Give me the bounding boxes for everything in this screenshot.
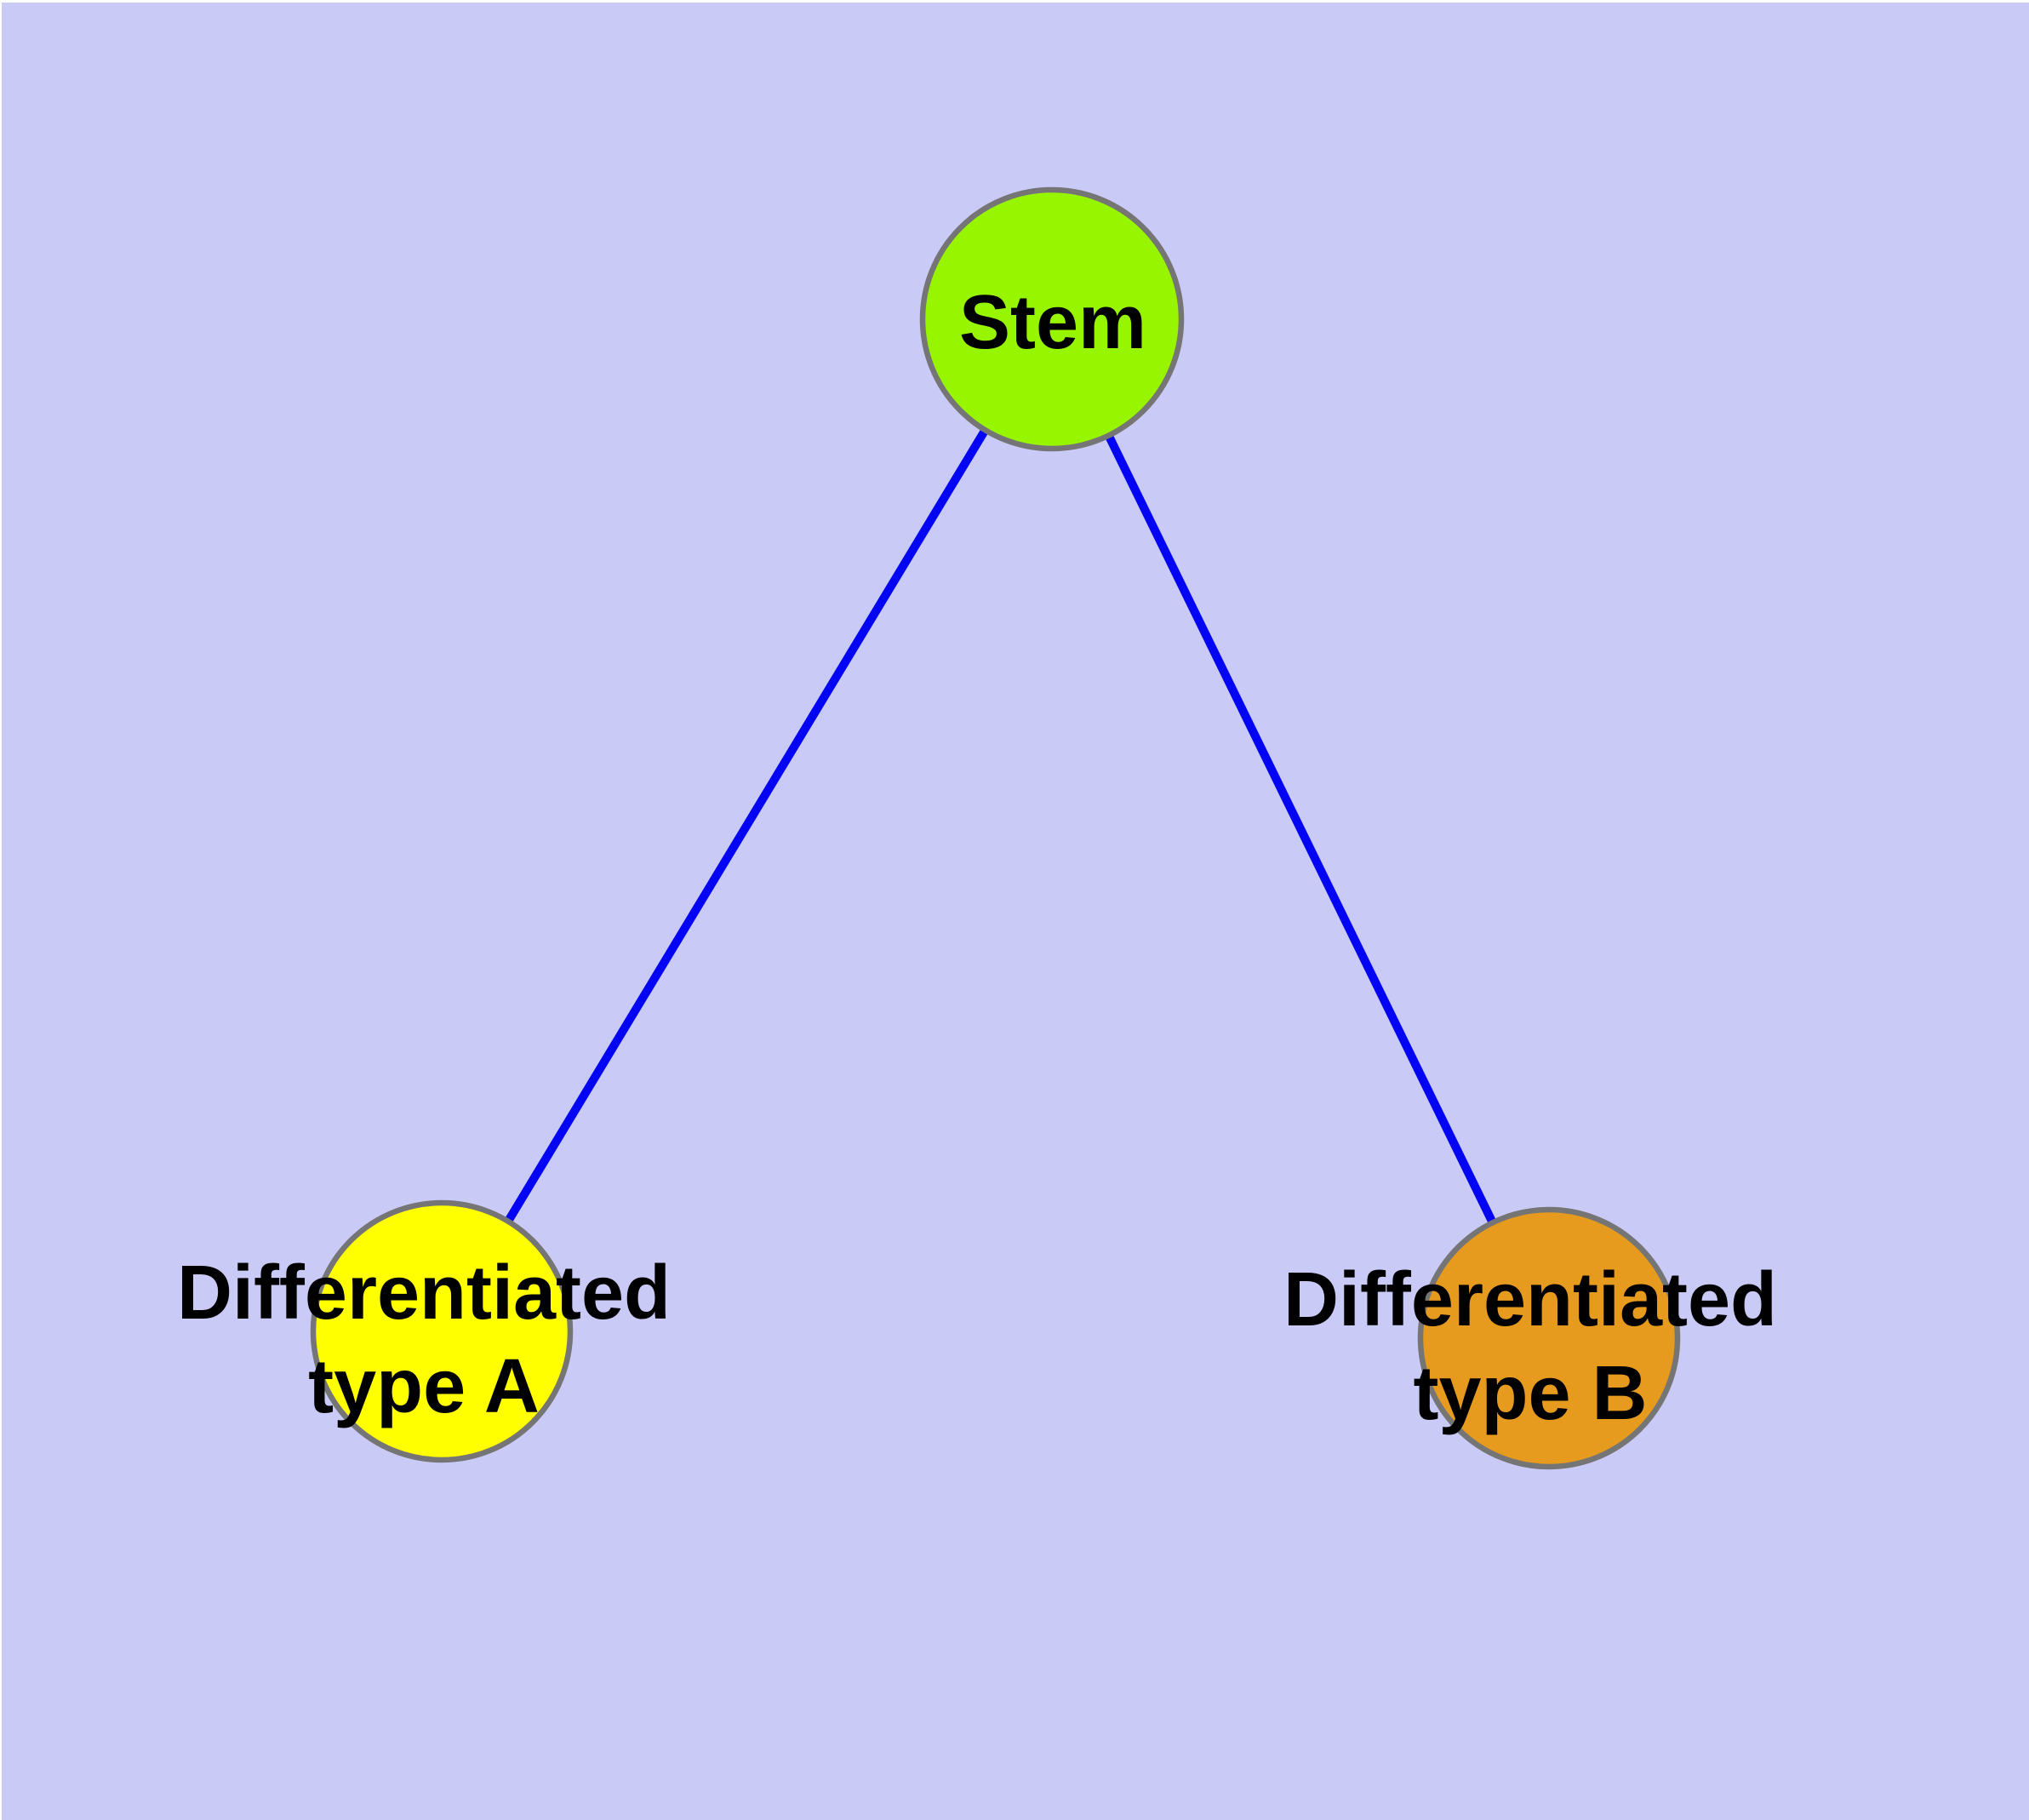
node-differentiated-type-b-label-line-1: Differentiated [1283, 1257, 1777, 1342]
node-differentiated-type-a [310, 1199, 574, 1463]
nodes-layer [310, 186, 1681, 1470]
node-differentiated-type-b-label-line-2: type B [1413, 1351, 1647, 1436]
edges-layer [437, 317, 1553, 1341]
node-stem-label-line-1: Stem [959, 280, 1146, 365]
node-differentiated-type-b [1417, 1206, 1681, 1470]
edge-stem-to-differentiated-type-b [1048, 317, 1553, 1341]
edge-stem-to-differentiated-type-a [437, 317, 1056, 1334]
node-stem [919, 186, 1185, 452]
node-differentiated-type-a-label-line-1: Differentiated [177, 1251, 671, 1336]
node-differentiated-type-a-label-line-2: type A [308, 1344, 540, 1429]
